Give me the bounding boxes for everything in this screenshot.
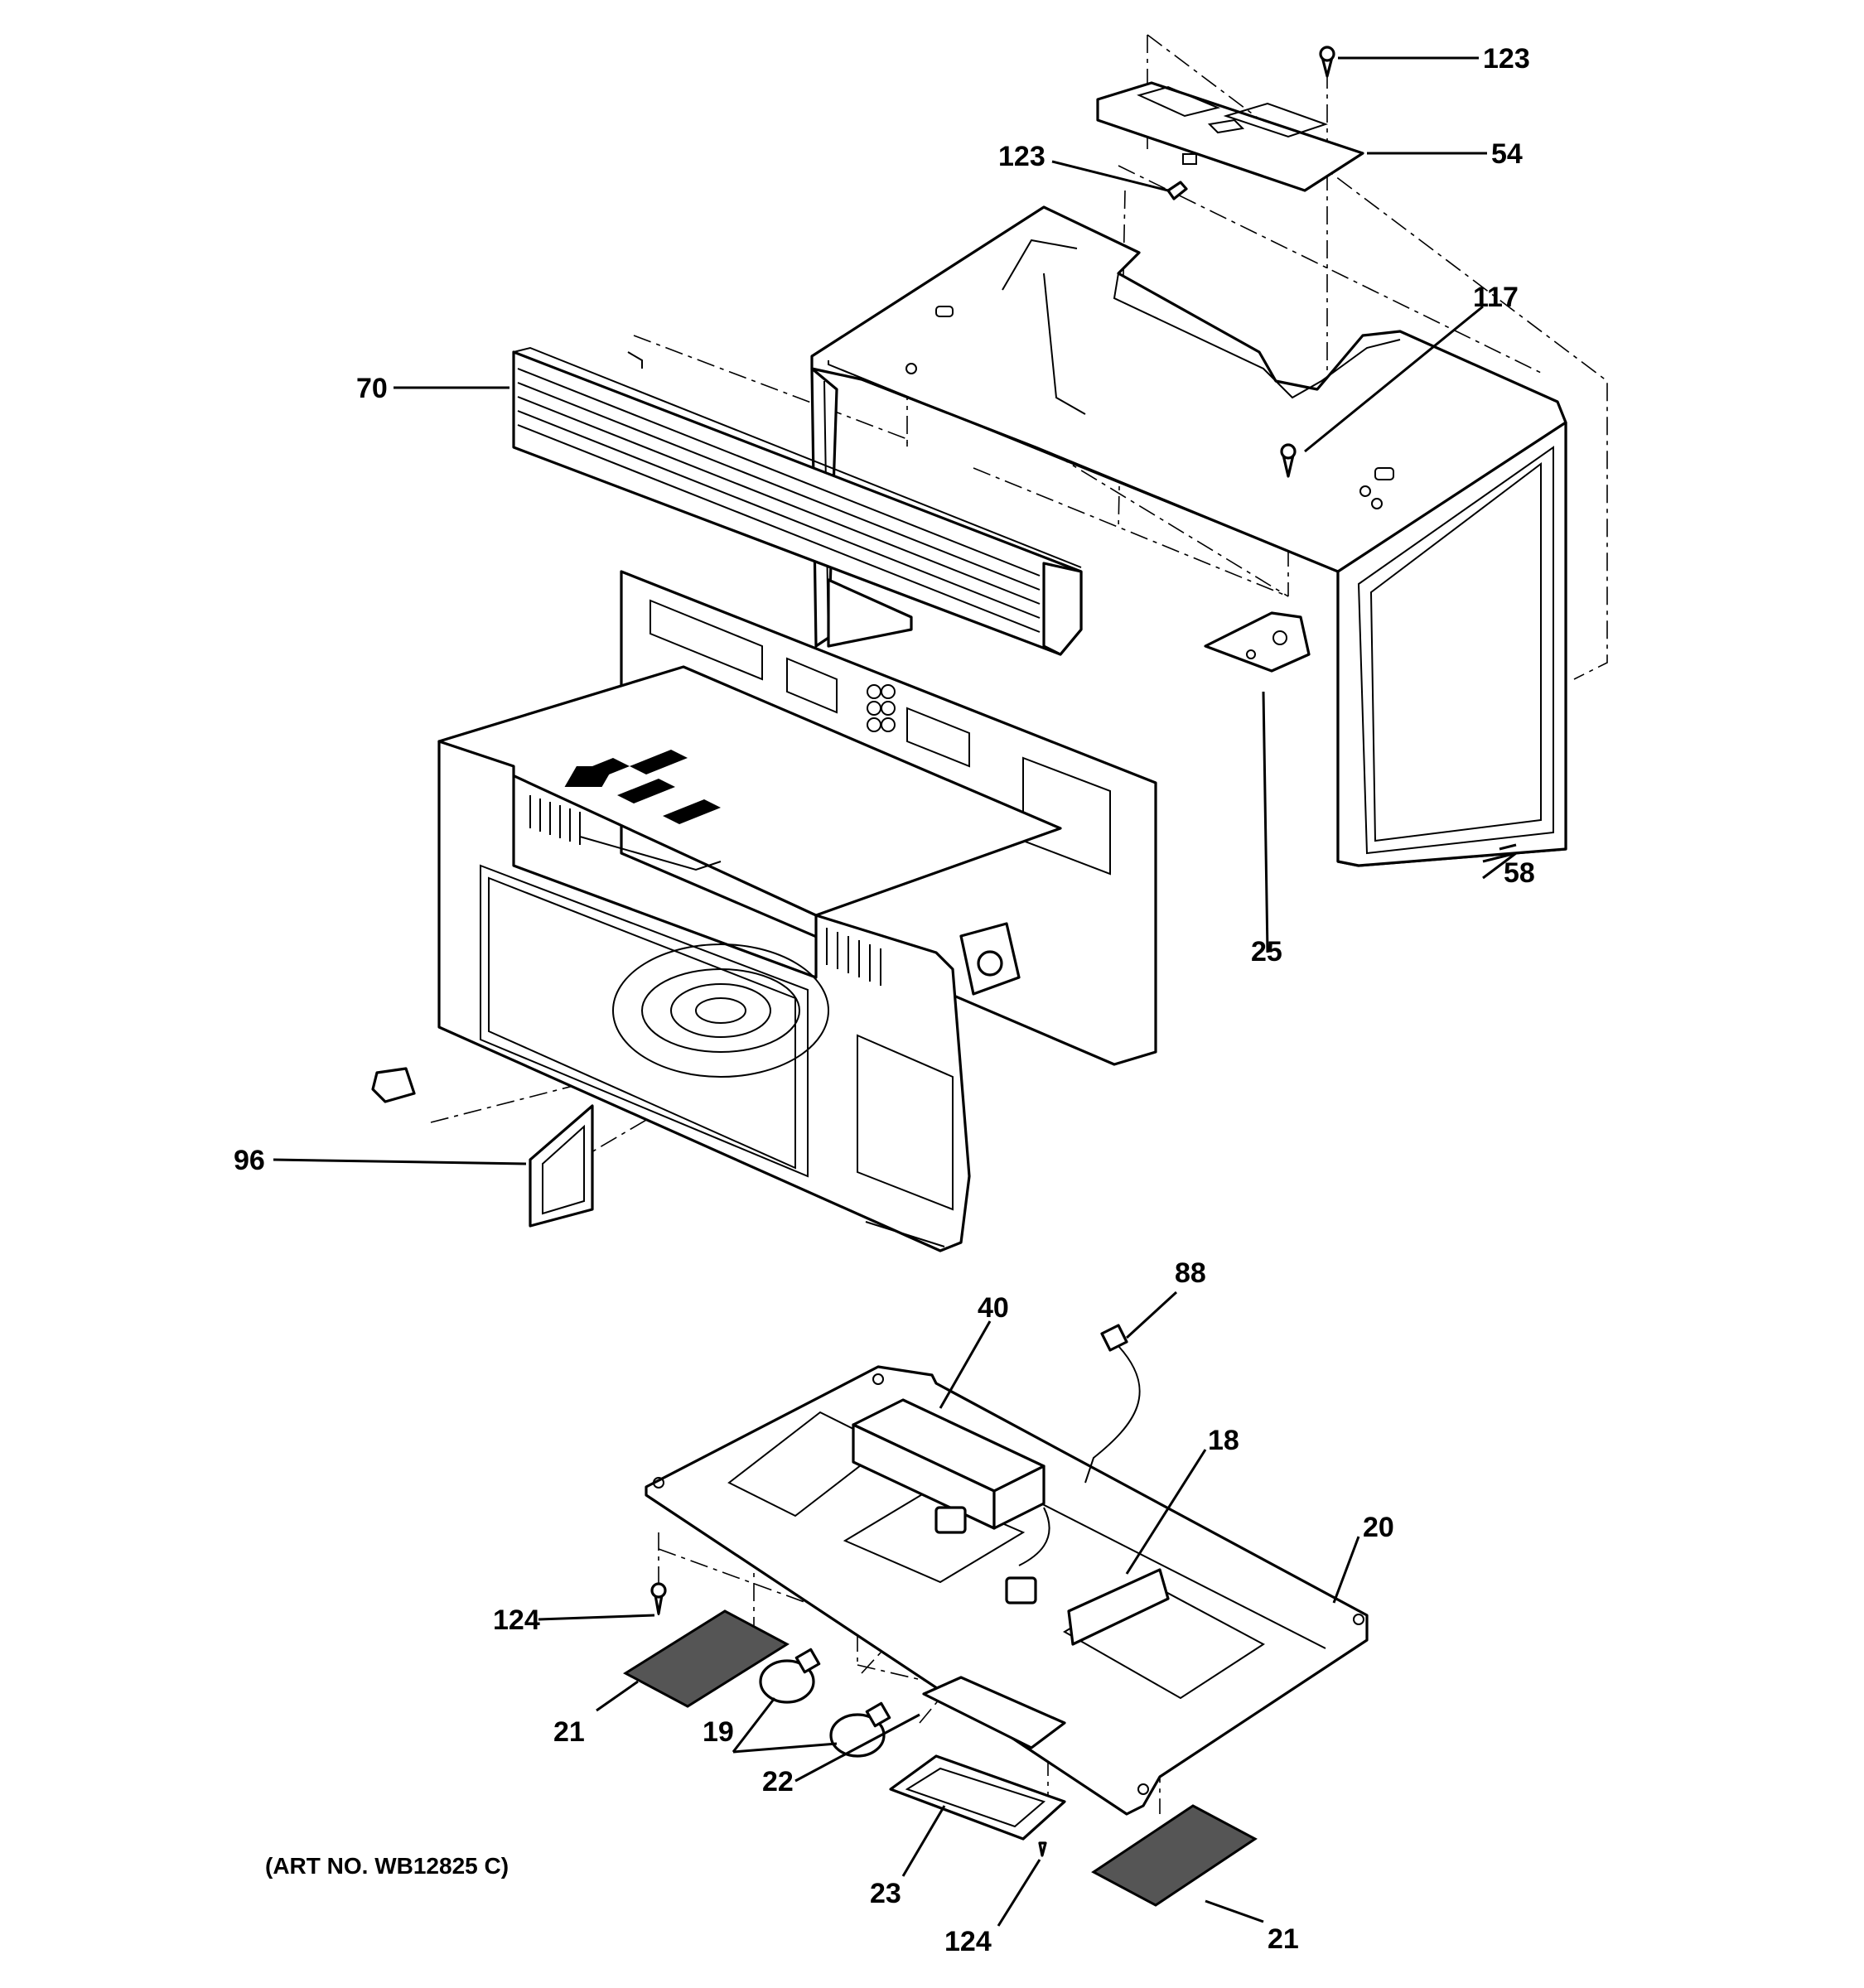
callout-123-top: 123 bbox=[1483, 43, 1530, 75]
vent-slots-right bbox=[815, 924, 881, 986]
callout-labels: 123 54 123 117 70 58 25 96 88 40 18 20 1… bbox=[234, 43, 1535, 1957]
grease-filter-left bbox=[623, 1609, 790, 1708]
art-number: (ART NO. WB12825 C) bbox=[265, 1853, 509, 1879]
top-cover-plate bbox=[1096, 81, 1364, 192]
oven-cavity bbox=[437, 570, 1157, 1252]
sensor-88 bbox=[1100, 1324, 1128, 1352]
callout-20: 20 bbox=[1363, 1512, 1394, 1543]
callout-18: 18 bbox=[1208, 1425, 1239, 1456]
latch-and-cover bbox=[371, 1067, 594, 1228]
callout-96: 96 bbox=[234, 1145, 265, 1176]
callout-21-right: 21 bbox=[1268, 1923, 1299, 1955]
leader-lines bbox=[273, 56, 1517, 1927]
callout-25: 25 bbox=[1251, 936, 1282, 967]
callout-123-mid: 123 bbox=[998, 141, 1045, 172]
vent-slots-left bbox=[529, 795, 581, 845]
lens-22 bbox=[922, 1676, 1066, 1749]
component-18 bbox=[1067, 1568, 1170, 1646]
callout-19: 19 bbox=[703, 1716, 734, 1748]
callout-124-bottom: 124 bbox=[944, 1926, 992, 1957]
base-components bbox=[852, 1324, 1170, 1646]
screw-124-bottom bbox=[1038, 1841, 1047, 1857]
mounting-bracket bbox=[1204, 611, 1311, 673]
callout-23: 23 bbox=[870, 1878, 901, 1909]
grease-filter-right bbox=[1091, 1804, 1258, 1907]
lens-frame-23 bbox=[889, 1754, 1066, 1841]
vent-grille bbox=[512, 346, 1083, 656]
callout-70: 70 bbox=[356, 373, 388, 404]
light-bulbs bbox=[759, 1648, 891, 1758]
callout-22: 22 bbox=[762, 1766, 794, 1797]
screw-123-mid bbox=[1166, 181, 1188, 200]
callout-58: 58 bbox=[1504, 857, 1535, 889]
filters-and-lens bbox=[623, 1609, 1258, 1907]
callout-124-left: 124 bbox=[493, 1604, 540, 1636]
callout-117: 117 bbox=[1473, 282, 1519, 313]
callout-54: 54 bbox=[1491, 138, 1523, 170]
screws bbox=[650, 46, 1335, 1857]
callout-21-left: 21 bbox=[553, 1716, 585, 1748]
callout-40: 40 bbox=[978, 1292, 1009, 1324]
callout-88: 88 bbox=[1175, 1257, 1206, 1289]
